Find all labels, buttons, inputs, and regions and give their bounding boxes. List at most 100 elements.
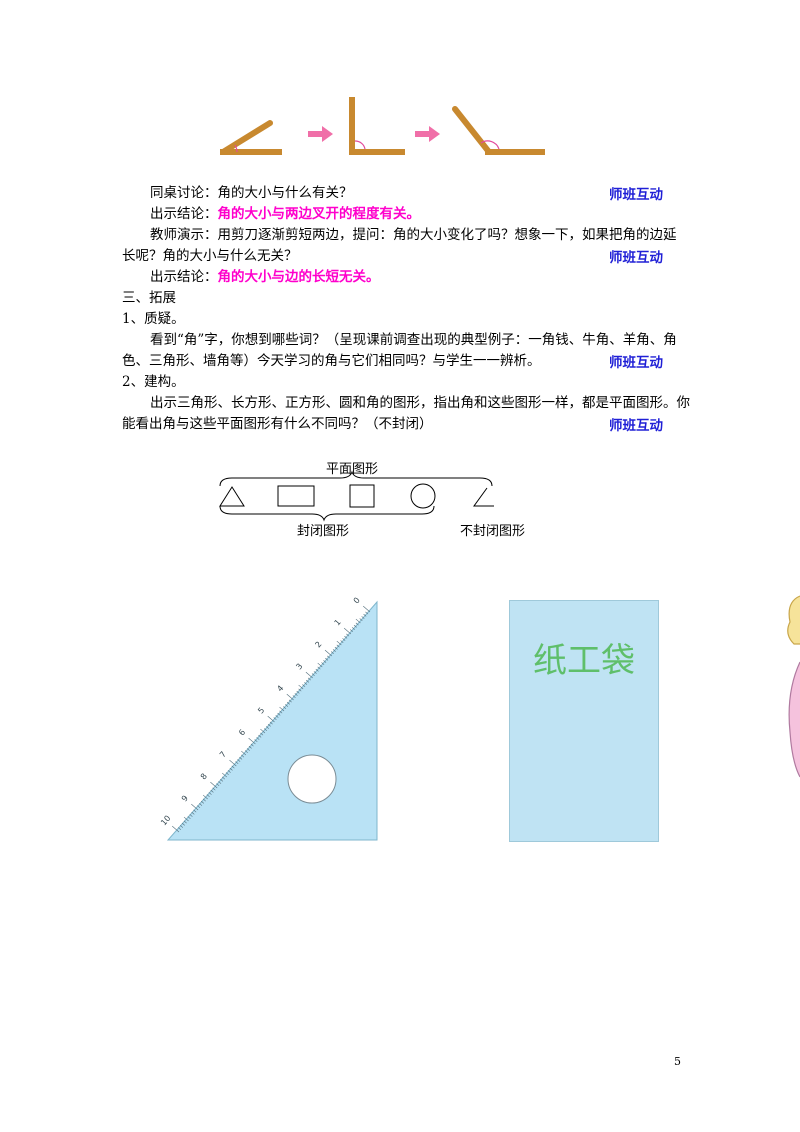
ruler-tick [202,794,208,800]
ruler-tick [359,618,363,622]
bottom-brace [219,505,435,522]
ruler-tick [212,787,216,791]
triangle-shape [219,486,245,507]
ruler-tick [178,827,182,831]
ruler-tick [286,701,290,705]
conclusion-prefix: 出示结论： [150,269,218,285]
text-conclusion-1: 出示结论：角的大小与两边叉开的程度有关。 [150,204,710,224]
conclusion-highlight: 角的大小与两边叉开的程度有关。 [217,206,421,222]
ruler-tick [323,660,327,663]
ruler-tick [344,635,348,639]
obtuse-angle-figure [452,106,545,155]
conclusion-highlight: 角的大小与边的长短无关。 [217,269,380,285]
plane-figures-label: 平面图形 [326,462,379,477]
interaction-tag: 师班互动 [609,355,663,371]
text-word-association: 看到“角”字，你想到哪些词？（呈现课前调查出现的典型例子：一角钱、牛角、羊角、角 [150,332,677,348]
ruler-tick [304,682,308,685]
ruler-number: 3 [294,662,304,672]
ruler-tick [275,715,279,718]
ruler-tick [294,693,298,696]
ruler-tick [248,737,256,745]
ruler-tick [197,805,201,809]
ruler-tick [216,783,220,787]
ruler-number: 4 [275,684,285,694]
text-conclusion-2: 出示结论：角的大小与边的长短无关。 [150,267,710,287]
ruler-tick [279,710,283,714]
ruler-number: 10 [159,814,172,828]
top-brace [219,470,493,487]
ruler-tick [267,723,271,727]
ruler-tick [246,748,250,751]
ruler-tick [256,737,260,740]
ruler-tick [193,809,197,813]
ruler-tick [222,772,227,778]
paper-bag-text: 纸工袋 [533,641,635,681]
ruler-tick [273,717,277,721]
ruler-tick [302,684,306,688]
ruler-tick [343,627,352,635]
ruler-tick [237,759,241,762]
ruler-tick [321,662,325,666]
text-teacher-demo: 教师演示：用剪刀逐渐剪短两边，提问：角的大小变化了吗？想象一下，如果把角的边延 [150,227,677,243]
ruler-tick [346,633,350,637]
ruler-tick [363,605,371,613]
ruler-tick [355,618,361,624]
ruler-tick [307,677,311,681]
ruler-number: 9 [180,794,190,804]
ruler-tick [229,767,233,771]
ruler-tick [342,638,346,641]
ruler-tick [218,781,222,784]
ruler-tick [355,622,359,626]
ruler-tick [267,715,275,723]
ruler-tick [179,825,184,828]
ruler-tick [265,726,269,729]
ruler-tick [183,816,189,822]
ruler-tick [191,803,199,811]
ruler-tick [317,666,321,670]
ruler-tick [181,822,185,826]
text-discussion: 同桌讨论：角的大小与什么有关？ [150,185,353,201]
shape-classification-diagram [219,470,494,522]
square-shape [349,484,375,508]
ruler-tick [315,668,319,672]
angle-shape [473,487,494,507]
ruler-ticks [172,605,371,833]
ruler-number: 2 [314,640,324,650]
right-arrow-icon [415,126,440,142]
ruler-number: 8 [199,772,209,782]
ruler-body [166,600,378,841]
ruler-tick [269,721,273,725]
ruler-tick [260,732,264,736]
ruler-tick [241,754,245,758]
ruler-tick [200,800,205,804]
ruler-tick [325,657,329,661]
ruler-number: 7 [218,750,228,760]
ruler-number: 1 [333,618,343,628]
interaction-tag: 师班互动 [609,187,663,203]
ruler-tick [264,728,268,732]
text-shapes-cont: 能看出角与这些平面图形有什么不同吗？（不封闭） [122,416,433,432]
ruler-tick [189,814,193,817]
ruler-tick [283,706,287,710]
ruler-tick [222,776,226,780]
ruler-tick [206,794,210,798]
subheading-construct: 2、建构。 [122,374,185,390]
ruler-tick [336,640,342,646]
ruler-tick [199,803,203,806]
ruler-tick [330,651,334,655]
ruler-tick [340,640,344,644]
conclusion-prefix: 出示结论： [150,206,218,222]
ruler-tick [332,649,336,652]
ruler-tick [254,739,258,743]
ruler-tick [298,688,302,692]
ruler-tick [248,745,252,749]
ruler-tick [306,679,310,683]
ruler-tick [172,825,180,833]
closed-figures-label: 封闭图形 [297,524,350,539]
ruler-tick [365,611,369,615]
ruler-tick [187,816,191,820]
decorative-character-image [787,595,800,778]
ruler-tick [235,761,239,765]
ruler-tick [229,759,237,767]
